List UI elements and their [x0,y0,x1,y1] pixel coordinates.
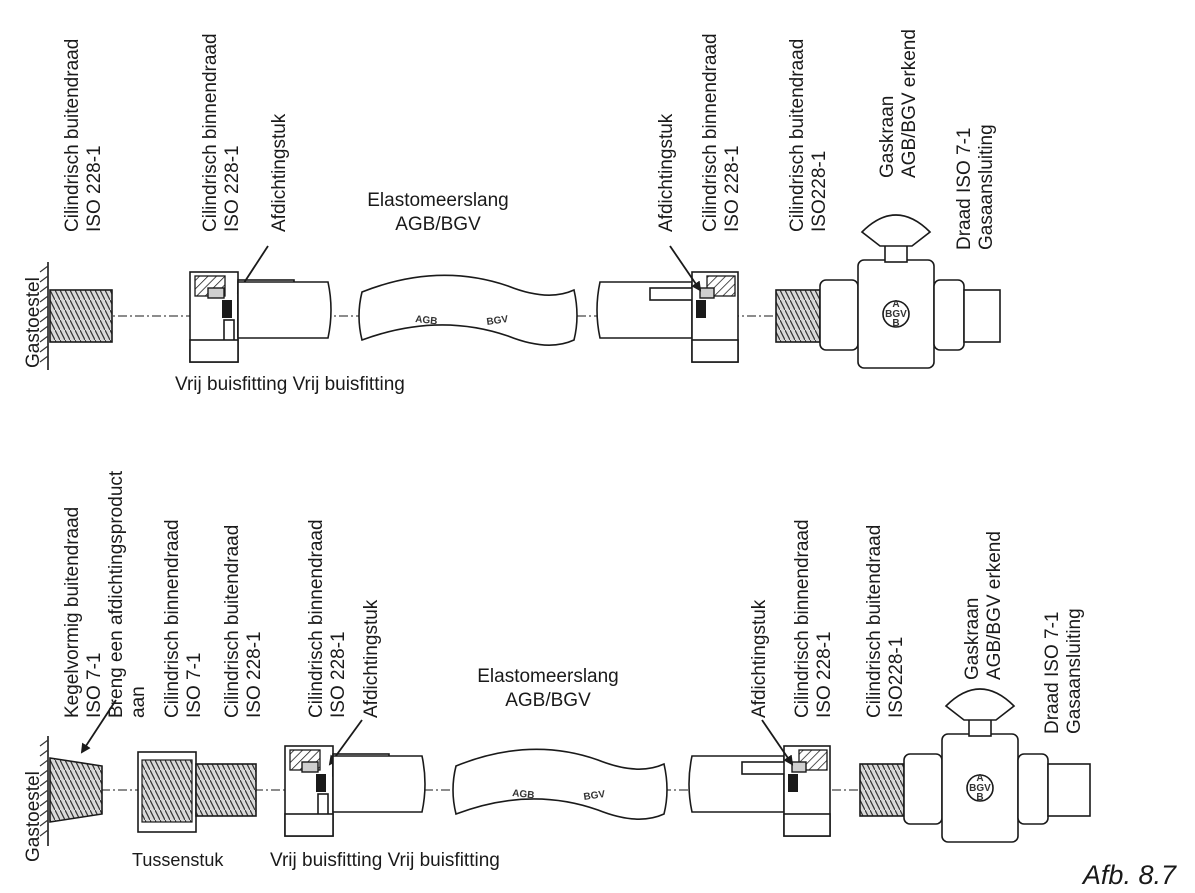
top-gas-valve: A BGV B [819,214,1001,369]
bottom-label-gasaansluiting: Gasaansluiting [1064,608,1085,734]
top-label-inner-thread-std: ISO 228-1 [222,145,243,232]
bottom-label-inner-thread-r-std: ISO 228-1 [814,631,835,718]
bottom-label-outer-thread-r-std: ISO228-1 [886,637,907,718]
top-hose-mark-bgv: BGV [486,314,509,328]
bottom-label-cone-thread: Kegelvormig buitendraad [62,507,83,718]
bottom-label-adapter-inner: Cilindrisch binnendraad [162,519,183,718]
bottom-valve-mark-bgv: BGV [969,783,991,794]
top-label-hose-std: AGB/BGV [395,214,481,235]
bottom-label-gaskraan-approved: AGB/BGV erkend [984,531,1005,680]
bottom-label-outer-thread-r: Cilindrisch buitendraad [864,525,885,718]
bottom-label-inner-thread-r: Cilindrisch binnendraad [792,519,813,718]
bottom-label-gaskraan: Gaskraan [962,598,983,680]
bottom-adapter [137,751,257,833]
bottom-label-sealant-2: aan [128,686,149,718]
bottom-assembly: Gastoestel Kegelvormig buitendraad ISO 7… [23,470,1091,871]
bottom-valve-thread [859,763,905,817]
top-label-gaskraan: Gaskraan [877,96,898,178]
top-hose-mark-agb: AGB [415,314,438,327]
top-left-pipe [237,281,332,339]
top-label-gasaansluiting: Gasaansluiting [976,124,997,250]
bottom-label-seal-left: Afdichtingstuk [361,599,382,718]
top-label-draad: Draad ISO 7-1 [954,128,975,251]
bottom-label-adapter-inner-std: ISO 7-1 [184,653,205,718]
top-assembly: Gastoestel Cilindrisch buitendraad ISO 2… [23,29,1001,395]
top-hose: AGB BGV [358,274,578,346]
bottom-label-seal-right: Afdichtingstuk [749,599,770,718]
top-valve-thread [775,289,821,343]
bottom-right-fitting [741,719,831,837]
bottom-label-gastoestel: Gastoestel [23,771,44,862]
top-label-inner-thread-r: Cilindrisch binnendraad [700,33,721,232]
bottom-hose: AGB BGV [452,748,668,820]
bottom-label-inner-thread: Cilindrisch binnendraad [306,519,327,718]
top-label-gastoestel: Gastoestel [23,277,44,368]
bottom-label-inner-thread-std: ISO 228-1 [328,631,349,718]
bottom-label-adapter-outer: Cilindrisch buitendraad [222,525,243,718]
bottom-label-cone-std: ISO 7-1 [84,653,105,718]
bottom-label-tussenstuk: Tussenstuk [132,850,224,870]
bottom-gas-valve: A BGV B [903,688,1091,843]
bottom-label-adapter-outer-std: ISO 228-1 [244,631,265,718]
bottom-label-draad: Draad ISO 7-1 [1042,612,1063,735]
top-label-outer-thread-std: ISO 228-1 [84,145,105,232]
bottom-fitting-caption: Vrij buisfitting Vrij buisfitting [270,850,500,871]
top-label-seal-left: Afdichtingstuk [269,113,290,232]
bottom-hose-mark-agb: AGB [512,788,535,801]
bottom-cone-thread [49,699,117,823]
top-label-inner-thread: Cilindrisch binnendraad [200,33,221,232]
bottom-left-pipe [332,755,426,813]
top-label-outer-thread-r: Cilindrisch buitendraad [787,39,808,232]
bottom-wall [39,736,49,846]
top-label-inner-thread-r-std: ISO 228-1 [722,145,743,232]
bottom-valve-mark-b: B [976,792,983,803]
top-valve-mark-bgv: BGV [885,309,907,320]
top-valve-mark-b: B [892,318,899,329]
top-label-outer-thread: Cilindrisch buitendraad [62,39,83,232]
top-valve-mark-a: A [892,299,899,310]
top-label-hose: Elastomeerslang [367,190,509,211]
bottom-valve-mark-a: A [976,773,983,784]
top-device-thread [49,289,113,343]
top-label-outer-thread-r-std: ISO228-1 [809,151,830,232]
top-label-gaskraan-approved: AGB/BGV erkend [899,29,920,178]
top-label-seal-right: Afdichtingstuk [656,113,677,232]
bottom-label-sealant: Breng een afdichtingsproduct [106,470,127,718]
figure-label: Afb. 8.7 [1081,860,1177,890]
bottom-label-hose-std: AGB/BGV [505,690,591,711]
bottom-label-hose: Elastomeerslang [477,666,619,687]
bottom-hose-mark-bgv: BGV [583,789,606,803]
top-wall [39,262,49,370]
top-right-fitting [649,245,739,363]
top-fitting-caption: Vrij buisfitting Vrij buisfitting [175,374,405,395]
